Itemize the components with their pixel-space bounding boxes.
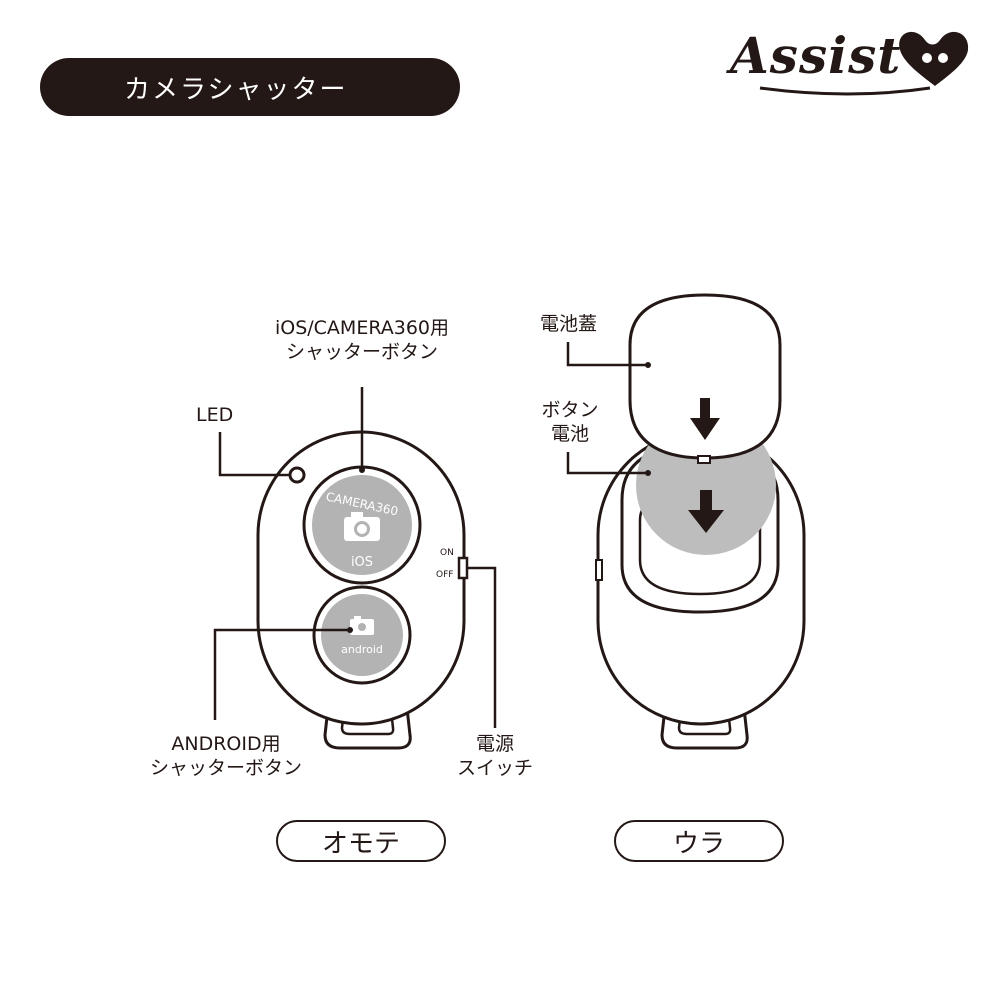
arrow-down-icon — [690, 398, 720, 440]
battery-cover-label: 電池蓋 — [540, 313, 598, 335]
ios-button-label: iOS/CAMERA360用 シャッターボタン — [274, 317, 450, 363]
battery-cover — [628, 293, 782, 460]
back-device — [566, 293, 806, 750]
android-button-text: android — [341, 643, 383, 656]
brand-logo-text: Assist — [730, 26, 902, 85]
button-battery-label: ボタン 電池 — [541, 399, 599, 445]
title-banner: カメラシャッター — [40, 58, 460, 116]
page-title: カメラシャッター — [124, 74, 348, 105]
switch-on-label: ON — [440, 548, 454, 558]
switch-off-label: OFF — [436, 570, 454, 580]
android-leader — [213, 628, 350, 720]
power-switch-label: 電源 スイッチ — [456, 733, 533, 779]
battery-leader — [566, 452, 648, 475]
power-switch — [457, 556, 469, 580]
android-camera-icon — [350, 616, 374, 635]
cover-leader — [566, 342, 648, 367]
led-indicator — [288, 466, 306, 484]
brand-logo: Assist — [730, 20, 970, 100]
ios-camera-icon — [344, 512, 380, 541]
cover-tab — [697, 455, 711, 464]
led-label: LED — [196, 404, 234, 426]
ios-button-bottom-text: iOS — [350, 555, 374, 570]
switch-leader — [467, 566, 497, 728]
led-leader — [218, 432, 290, 477]
arrow-down-icon-2 — [688, 490, 724, 533]
back-view-label: ウラ — [614, 820, 784, 862]
back-side-notch — [595, 559, 603, 581]
front-device — [213, 387, 497, 750]
front-view-label: オモテ — [276, 820, 446, 862]
android-button-label: ANDROID用 シャッターボタン — [149, 733, 302, 779]
heart-icon — [759, 31, 969, 96]
